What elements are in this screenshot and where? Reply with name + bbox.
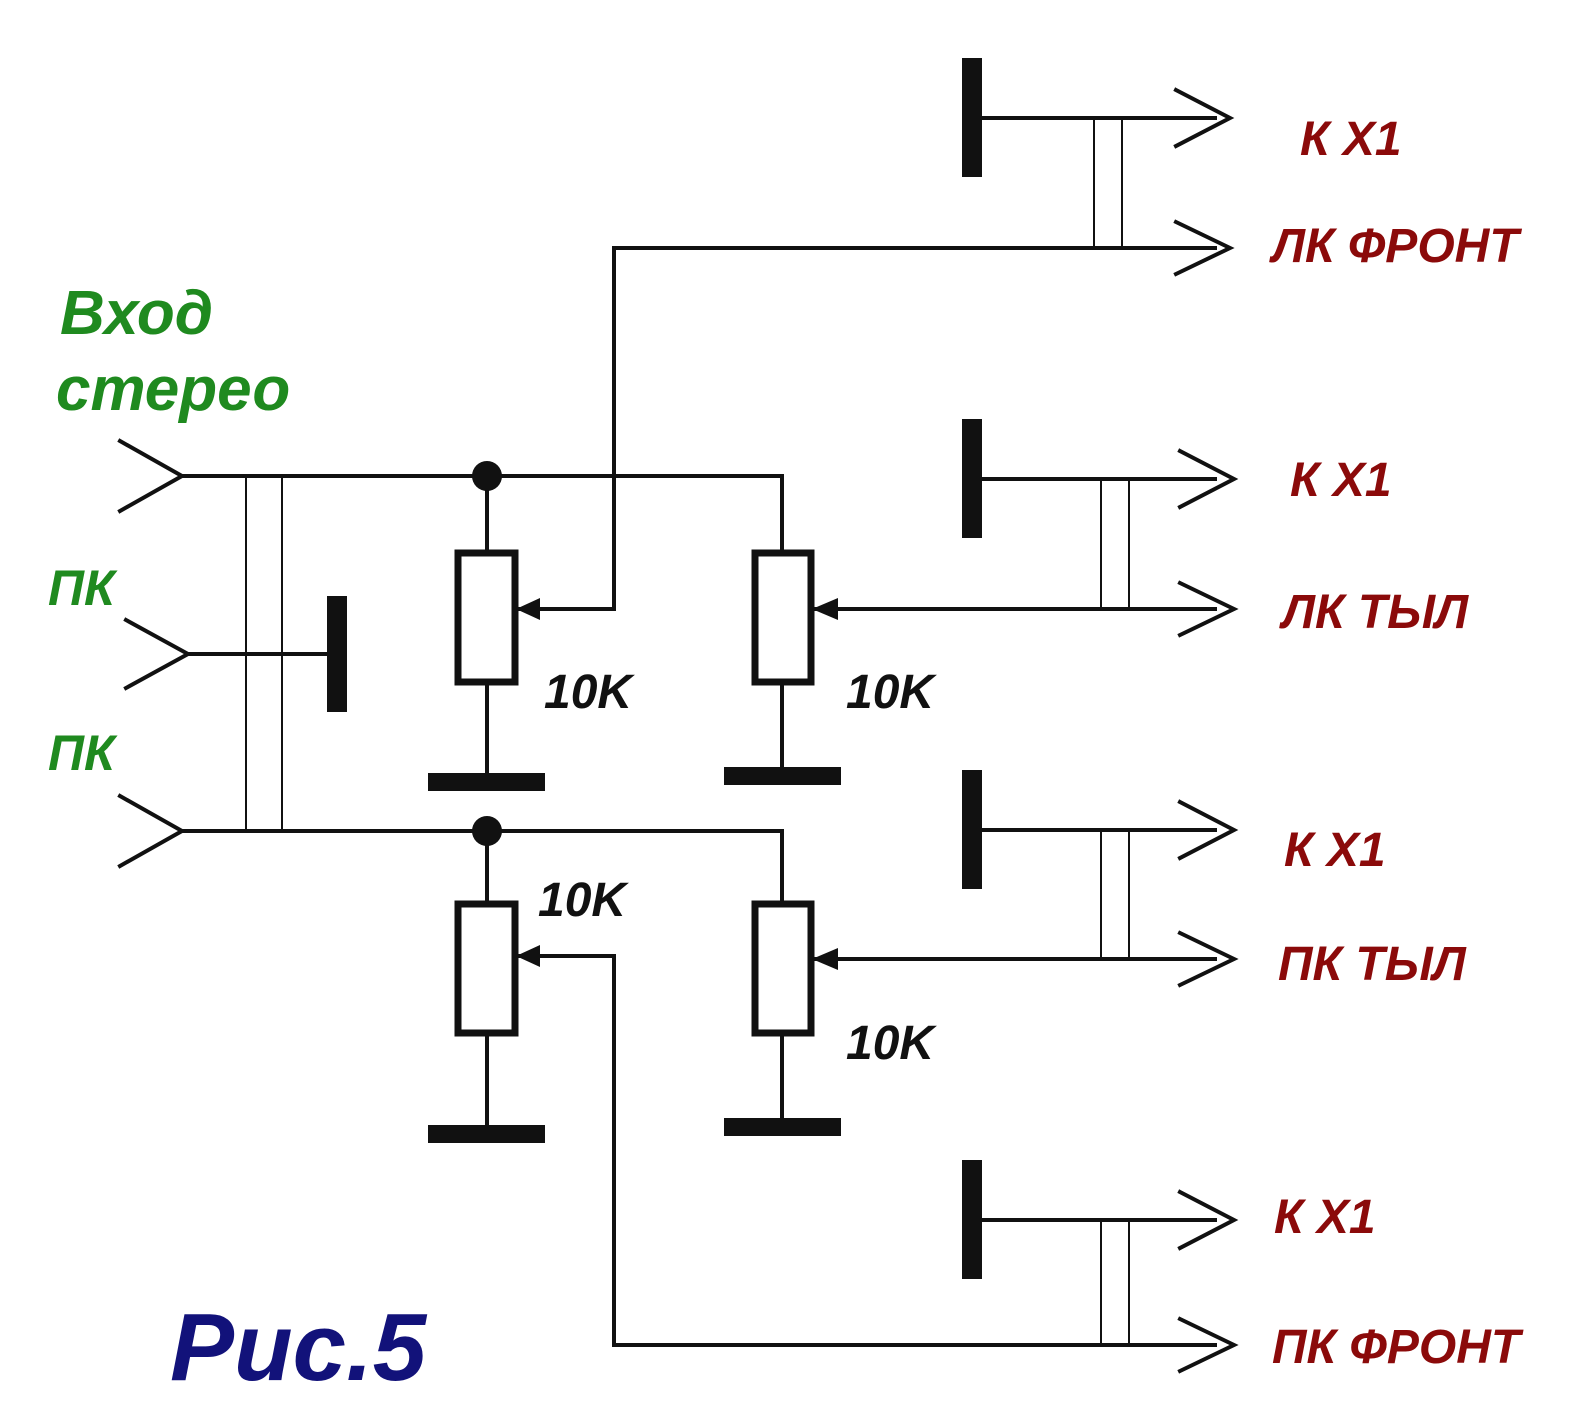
- wire-front-left: [612, 246, 1217, 611]
- figure-caption: Рис.5: [170, 1294, 428, 1401]
- output-label-6: ПК ТЫЛ: [1278, 938, 1467, 991]
- resistor-value-4: 10K: [846, 1017, 937, 1070]
- input-label-2: ПК: [48, 725, 118, 781]
- input-label-1: ПК: [48, 560, 118, 616]
- resistor-value-3: 10K: [538, 874, 629, 927]
- wiper-arrow-2: [812, 598, 838, 620]
- wiper-arrow-4: [812, 948, 838, 970]
- output-label-2: ЛК ФРОНТ: [1269, 220, 1522, 273]
- potentiometer-4: [724, 829, 1217, 1136]
- wire-front-right: [612, 954, 1217, 1347]
- output-label-8: ПК ФРОНТ: [1272, 1321, 1524, 1374]
- resistor-value-1: 10K: [544, 666, 635, 719]
- output-label-1: К X1: [1300, 113, 1402, 166]
- input-title-line1: Вход: [60, 279, 213, 348]
- wiper-arrow-1: [516, 598, 540, 620]
- output-label-3: К X1: [1290, 454, 1392, 507]
- output-connector-1: [962, 58, 1235, 277]
- output-label-4: ЛК ТЫЛ: [1279, 586, 1469, 639]
- potentiometer-3: [428, 829, 616, 1143]
- input-ground-bar: [327, 596, 347, 712]
- input-arrow-top: [117, 438, 187, 514]
- output-label-7: К X1: [1274, 1191, 1376, 1244]
- output-connector-3: [962, 770, 1239, 988]
- input-arrow-middle: [123, 617, 193, 691]
- input-arrow-bottom: [117, 793, 187, 869]
- input-connector: [117, 438, 347, 869]
- input-title-line2: стерео: [56, 355, 290, 424]
- wiper-arrow-3: [516, 945, 540, 967]
- potentiometer-1: [428, 474, 616, 791]
- output-connector-4: [962, 1160, 1239, 1374]
- potentiometer-2: [724, 474, 1217, 785]
- resistor-value-2: 10K: [846, 666, 937, 719]
- output-connector-2: [962, 419, 1239, 638]
- output-label-5: К X1: [1284, 824, 1386, 877]
